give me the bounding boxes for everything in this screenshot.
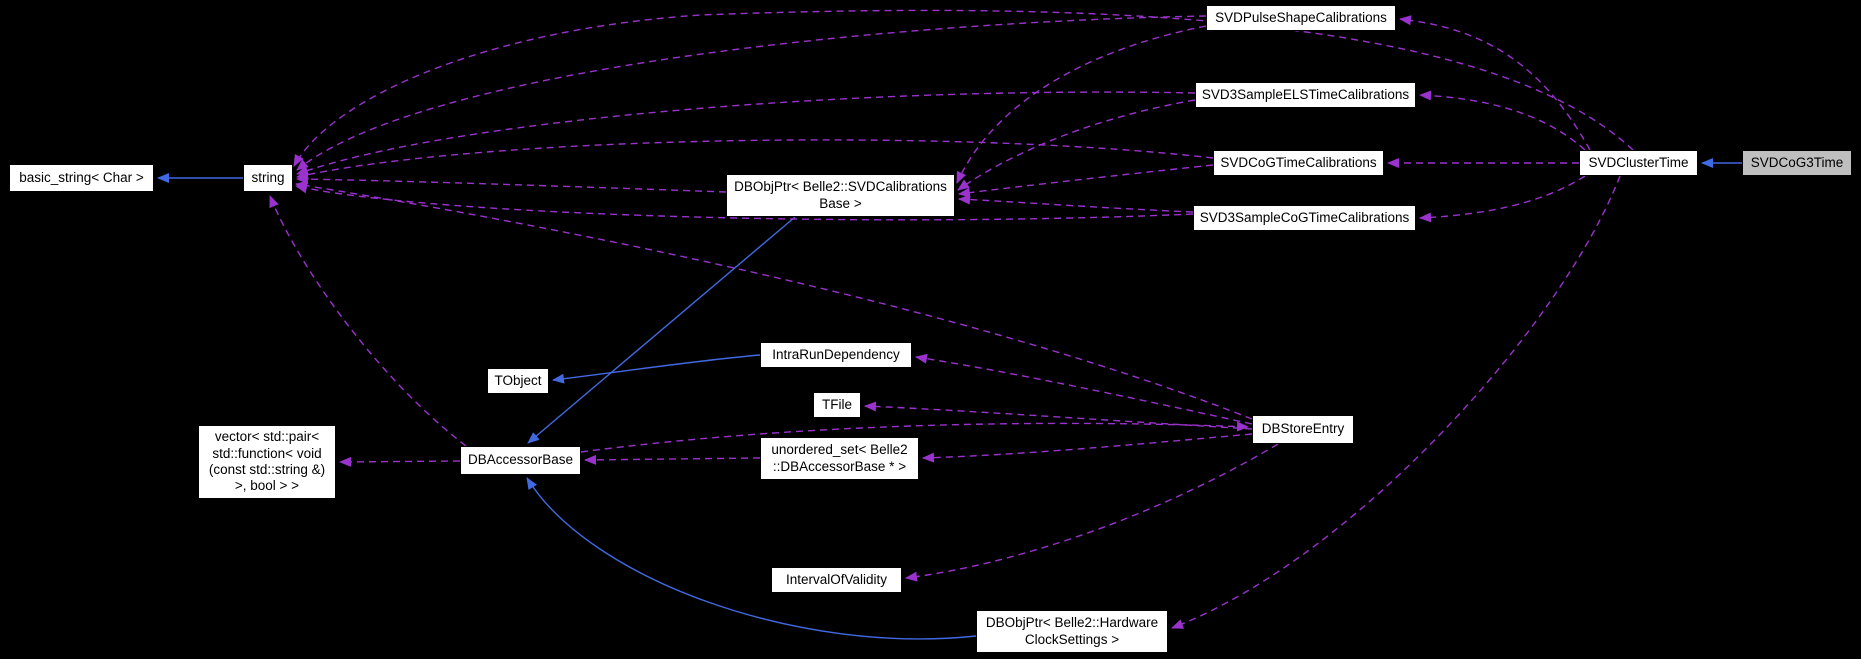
class-node-tfile[interactable]: TFile (813, 392, 861, 418)
usage-edge-els-to-svdcal_dbobjptr (957, 99, 1196, 191)
usage-edge-els-to-string (296, 91, 1196, 176)
usage-edge-cog-to-svdcal_dbobjptr (958, 164, 1214, 198)
usage-edge-uset-to-dbaccessor (584, 454, 761, 465)
class-node-label: SVDClusterTime (1588, 154, 1689, 170)
usage-edge-dbstore-to-uset (922, 433, 1253, 463)
class-node-hw_dbobjptr[interactable]: DBObjPtr< Belle2::Hardware ClockSettings… (976, 610, 1168, 653)
class-node-label: DBObjPtr< Belle2::SVDCalibrations Base > (734, 179, 947, 211)
class-node-cog3s[interactable]: SVD3SampleCoGTimeCalibrations (1193, 205, 1416, 231)
usage-edge-dbaccessor-to-string (269, 195, 467, 447)
class-node-label: SVD3SampleELSTimeCalibrations (1201, 86, 1410, 102)
class-node-label: DBObjPtr< Belle2::Hardware ClockSettings… (985, 615, 1159, 647)
class-node-els[interactable]: SVD3SampleELSTimeCalibrations (1195, 82, 1416, 108)
usage-edge-pulse-to-svdcal_dbobjptr (956, 25, 1207, 184)
class-node-cog3time: SVDCoG3Time (1742, 150, 1852, 176)
class-node-label: SVD3SampleCoGTimeCalibrations (1199, 209, 1410, 225)
inheritance-edge-hw_dbobjptr-to-dbaccessor (526, 477, 977, 640)
usage-edge-cog3s-to-svdcal_dbobjptr (958, 194, 1194, 213)
usage-edge-svdcal_dbobjptr-to-string (296, 174, 727, 193)
usage-edge-dbstore-to-string (295, 180, 1253, 420)
class-node-pulse[interactable]: SVDPulseShapeCalibrations (1206, 5, 1396, 31)
inheritance-edge-svdcal_dbobjptr-to-dbaccessor (527, 216, 796, 444)
class-node-dbaccessor[interactable]: DBAccessorBase (460, 446, 581, 475)
class-node-label: SVDCoGTimeCalibrations (1220, 154, 1377, 170)
class-node-label: SVDPulseShapeCalibrations (1215, 9, 1387, 25)
class-node-label: DBStoreEntry (1261, 421, 1345, 437)
usage-edge-dbaccessor-to-dbstore (580, 421, 1249, 453)
class-node-iov[interactable]: IntervalOfValidity (771, 567, 902, 593)
class-node-label: SVDCoG3Time (1750, 154, 1844, 170)
class-node-label: basic_string< Char > (19, 169, 144, 185)
class-node-tobject[interactable]: TObject (487, 368, 549, 394)
class-node-label: unordered_set< Belle2 ::DBAccessorBase *… (771, 442, 908, 474)
usage-edge-dbstore-to-iov (905, 443, 1279, 582)
class-node-svdcal_dbobjptr[interactable]: DBObjPtr< Belle2::SVDCalibrations Base > (726, 174, 955, 217)
usage-edge-dbstore-to-tfile (864, 401, 1253, 430)
class-node-label: TFile (822, 396, 852, 412)
usage-edge-clustertime-to-hw_dbobjptr (1171, 175, 1621, 629)
usage-edge-cog3s-to-string (295, 183, 1194, 221)
usage-edge-pulse-to-string (296, 15, 1207, 171)
usage-edge-clustertime-to-cog3s (1419, 175, 1586, 223)
usage-edge-clustertime-to-pulse (1399, 15, 1591, 151)
class-node-dbstore[interactable]: DBStoreEntry (1252, 415, 1354, 444)
class-node-label: vector< std::pair< std::function< void (… (208, 429, 326, 494)
usage-edge-dbaccessor-to-vector (339, 456, 461, 467)
class-node-label: IntervalOfValidity (785, 571, 888, 587)
class-node-cog[interactable]: SVDCoGTimeCalibrations (1213, 150, 1384, 176)
inheritance-edge-intrarun-to-tobject (552, 354, 761, 384)
class-node-label: IntraRunDependency (772, 346, 900, 362)
class-node-uset[interactable]: unordered_set< Belle2 ::DBAccessorBase *… (760, 437, 919, 480)
class-node-intrarun[interactable]: IntraRunDependency (760, 342, 912, 368)
class-node-label: TObject (494, 372, 542, 388)
usage-edge-cog-to-string (296, 139, 1214, 180)
usage-edge-dbstore-to-intrarun (915, 353, 1253, 425)
class-node-vector[interactable]: vector< std::pair< std::function< void (… (198, 425, 336, 499)
usage-edge-clustertime-to-string (293, 9, 1634, 167)
class-node-clustertime[interactable]: SVDClusterTime (1579, 150, 1698, 176)
class-node-label: DBAccessorBase (467, 452, 574, 468)
class-node-string[interactable]: string (243, 164, 293, 192)
usage-edge-clustertime-to-els (1419, 90, 1586, 151)
class-node-basic_string[interactable]: basic_string< Char > (9, 164, 154, 192)
class-node-label: string (251, 169, 285, 185)
